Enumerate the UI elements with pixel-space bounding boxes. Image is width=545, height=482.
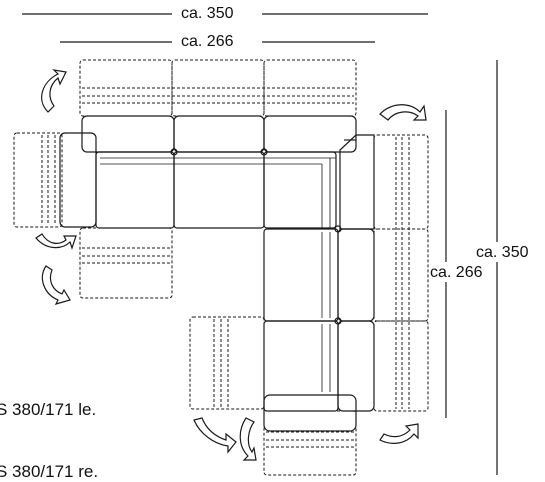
rotation-arrows bbox=[35, 69, 427, 461]
dimension-label-inner-height: ca. 266 bbox=[430, 264, 483, 282]
dimension-label-inner-width: ca. 266 bbox=[181, 33, 234, 51]
rotate-arrow-icon bbox=[379, 423, 419, 444]
rotate-arrow-icon bbox=[379, 104, 427, 121]
rotate-arrow-icon bbox=[239, 417, 257, 461]
rotate-arrow-icon bbox=[41, 265, 71, 305]
rotate-arrow-icon bbox=[35, 233, 77, 250]
caption-right-version: S 380/171 re. bbox=[0, 462, 99, 481]
dimension-lines bbox=[22, 13, 498, 475]
dimension-label-outer-height: ca. 350 bbox=[476, 244, 529, 262]
dimension-label-outer-width: ca. 350 bbox=[181, 5, 234, 23]
rotate-arrow-icon bbox=[193, 417, 237, 454]
sofa-modules bbox=[59, 115, 375, 432]
rotate-arrow-icon bbox=[41, 69, 67, 113]
caption-left-version: S 380/171 le. bbox=[0, 400, 97, 419]
